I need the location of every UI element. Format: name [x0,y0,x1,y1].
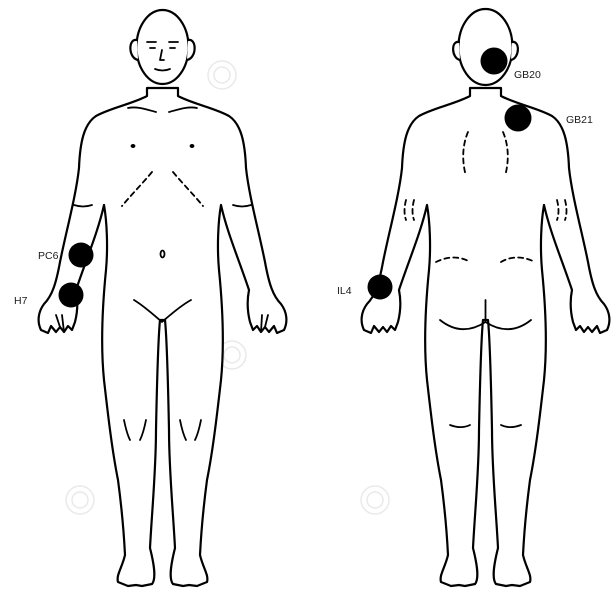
front-ear-right [187,40,195,60]
back-body-figure [362,9,610,586]
label-pc6: PC6 [38,250,59,262]
label-h7: H7 [14,295,28,307]
label-gb21: GB21 [566,114,593,126]
front-ear-left [130,40,138,60]
front-head [137,10,189,84]
point-gb20-marker [481,48,508,75]
front-body-outline [39,88,287,586]
point-gb21-marker [505,105,532,132]
label-gb20: GB20 [514,69,541,81]
back-body-outline [362,88,610,586]
point-il4-marker [368,275,393,300]
point-h7-marker [59,283,84,308]
label-il4: IL4 [337,285,352,297]
point-pc6-marker [69,243,94,268]
back-head [459,9,513,85]
